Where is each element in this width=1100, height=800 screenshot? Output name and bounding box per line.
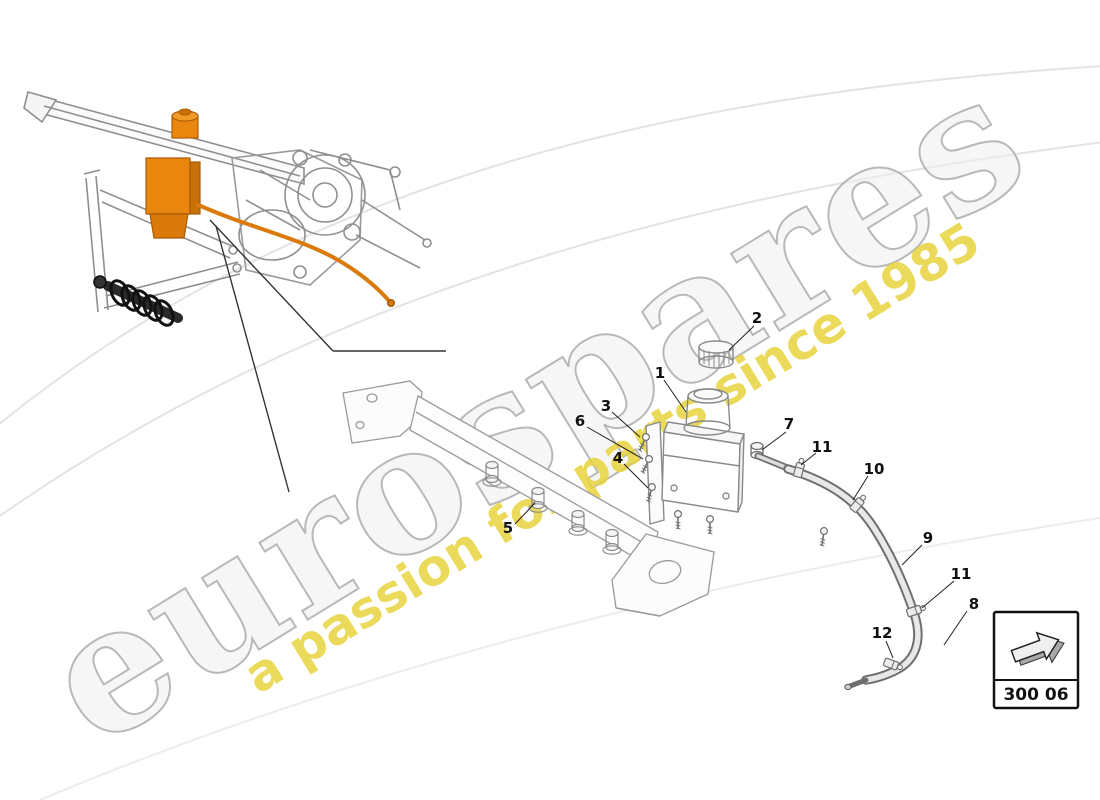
damper-spring-illustration — [93, 275, 183, 327]
crossmember-illustration — [342, 380, 715, 617]
transmission-assembly-illustration — [23, 91, 432, 327]
background-swoosh-curves — [0, 65, 1100, 800]
callout-4[interactable]: 4 — [613, 449, 623, 467]
callout-leader-lines — [514, 325, 968, 659]
callout-5[interactable]: 5 — [503, 519, 513, 537]
callout-11-upper[interactable]: 11 — [812, 438, 833, 456]
assembly-pointer-lines — [209, 219, 446, 493]
callout-2[interactable]: 2 — [752, 309, 762, 327]
arrow-up-right-icon — [1010, 631, 1065, 666]
hose-illustration — [754, 452, 923, 691]
callout-9[interactable]: 9 — [923, 529, 933, 547]
reservoir-cap-illustration — [698, 340, 734, 369]
callout-3[interactable]: 3 — [601, 397, 611, 415]
callout-7[interactable]: 7 — [784, 415, 794, 433]
section-ref-box[interactable]: 300 06 — [992, 610, 1080, 710]
highlighted-reservoir-illustration — [145, 108, 395, 307]
callout-11-lower[interactable]: 11 — [951, 565, 972, 583]
section-ref-code: 300 06 — [1003, 685, 1068, 705]
callout-12[interactable]: 12 — [872, 624, 893, 642]
callout-8[interactable]: 8 — [969, 595, 979, 613]
callout-10[interactable]: 10 — [864, 460, 885, 478]
callout-1[interactable]: 1 — [655, 364, 665, 382]
callout-6[interactable]: 6 — [575, 412, 585, 430]
reservoir-tank-illustration — [645, 388, 745, 525]
